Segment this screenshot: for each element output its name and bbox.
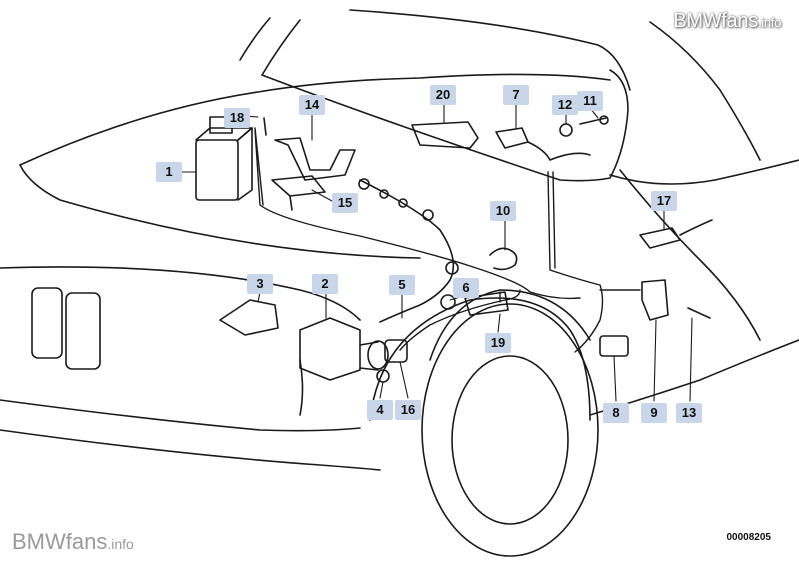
watermark-top: BMWfans.info <box>673 10 781 33</box>
callout-13[interactable]: 13 <box>676 403 702 423</box>
part-7-plug <box>495 127 591 161</box>
callout-8[interactable]: 8 <box>603 403 629 423</box>
part-9-bracket <box>641 279 669 321</box>
callout-1[interactable]: 1 <box>156 162 182 182</box>
callout-5[interactable]: 5 <box>389 275 415 295</box>
part-16-connector <box>384 339 408 363</box>
watermark-top-brand: BMWfans <box>673 10 758 32</box>
callout-9[interactable]: 9 <box>641 403 667 423</box>
callout-14[interactable]: 14 <box>299 95 325 115</box>
leader-lines <box>179 103 693 402</box>
part-20-connector <box>411 121 479 149</box>
callout-16[interactable]: 16 <box>395 400 421 420</box>
cable-5 <box>358 178 459 323</box>
callout-2[interactable]: 2 <box>312 274 338 294</box>
part-11-bolt <box>579 115 609 125</box>
part-1-control-unit <box>195 116 253 201</box>
part-2-actuator <box>299 317 389 381</box>
watermark-bottom-brand: BMWfans <box>12 529 108 554</box>
front-wheel <box>421 289 599 557</box>
callout-10[interactable]: 10 <box>490 201 516 221</box>
callout-3[interactable]: 3 <box>247 274 273 294</box>
callout-20[interactable]: 20 <box>430 85 456 105</box>
callout-6[interactable]: 6 <box>453 278 479 298</box>
part-18-screw <box>263 117 267 136</box>
headlights <box>31 287 101 370</box>
part-13-screw <box>687 307 711 319</box>
part-8-switch <box>599 335 629 357</box>
part-10-clip <box>489 247 518 271</box>
callout-19[interactable]: 19 <box>485 333 511 353</box>
callout-17[interactable]: 17 <box>651 191 677 211</box>
part-3-bracket <box>219 299 279 336</box>
callout-12[interactable]: 12 <box>552 95 578 115</box>
watermark-top-suffix: .info <box>757 15 781 30</box>
watermark-bottom-suffix: .info <box>107 536 134 552</box>
part-12-nut <box>559 123 573 137</box>
watermark-bottom: BMWfans.info <box>12 529 134 555</box>
wiring-harness <box>254 127 641 353</box>
callout-4[interactable]: 4 <box>367 400 393 420</box>
part-14-bracket <box>274 137 356 181</box>
part-6-grommet <box>440 294 456 310</box>
callout-15[interactable]: 15 <box>332 193 358 213</box>
part-15-bracket <box>271 175 326 211</box>
diagram-number: 00008205 <box>726 532 772 543</box>
callout-11[interactable]: 11 <box>577 91 603 111</box>
callout-7[interactable]: 7 <box>503 85 529 105</box>
callout-18[interactable]: 18 <box>224 108 250 128</box>
part-17-sensor <box>639 219 713 249</box>
part-19-bracket <box>464 291 509 316</box>
